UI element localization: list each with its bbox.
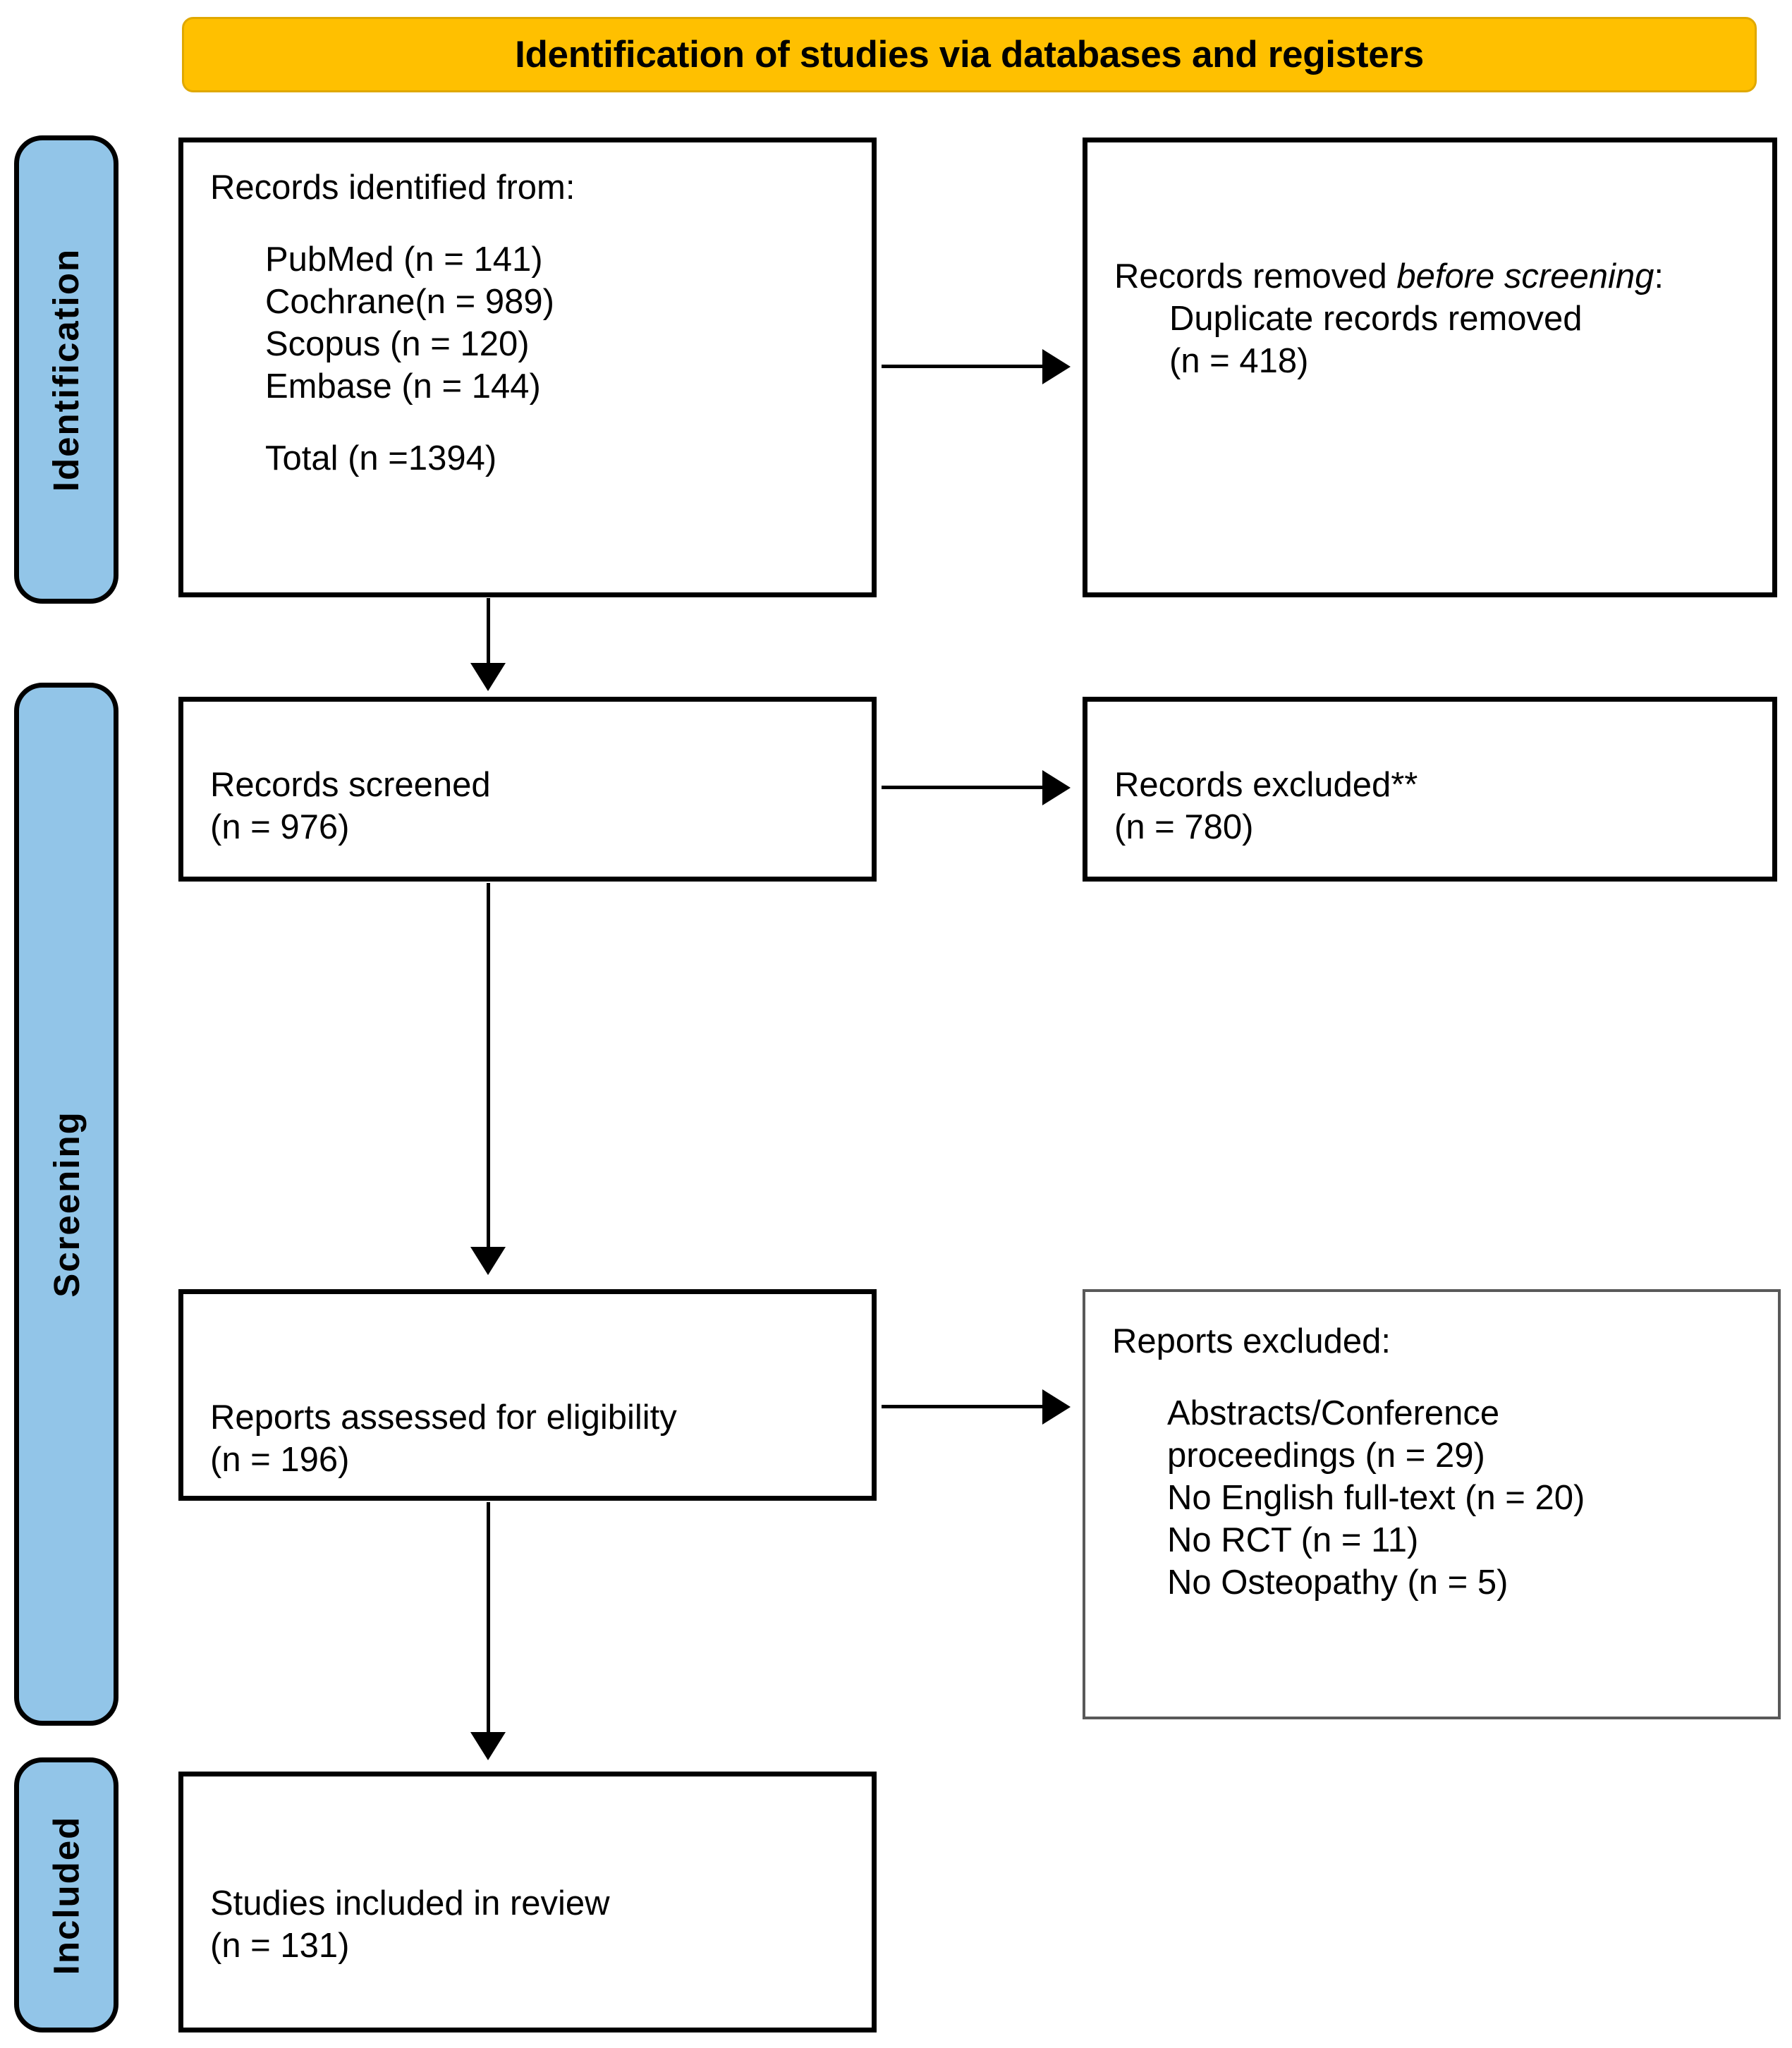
spacer [210, 408, 851, 437]
arrow-line [882, 786, 1044, 789]
studies-included-count: (n = 131) [210, 1927, 350, 1965]
source-scopus: Scopus (n = 120) [265, 325, 530, 363]
reason-no-english-fulltext: No English full-text (n = 20) [1167, 1479, 1585, 1517]
arrow-line [882, 1405, 1044, 1408]
stage-bar-identification: Identification [14, 135, 118, 604]
box-reports-excluded: Reports excluded: Abstracts/Conference p… [1083, 1289, 1781, 1719]
arrow-head-right-icon [1042, 349, 1071, 384]
reason-proceedings-count: proceedings (n = 29) [1167, 1437, 1485, 1475]
studies-included-label: Studies included in review [210, 1884, 610, 1922]
diagram-title: Identification of studies via databases … [515, 34, 1424, 75]
arrow-line [882, 365, 1044, 368]
source-total: Total (n =1394) [265, 439, 497, 477]
source-cochrane: Cochrane(n = 989) [265, 283, 554, 321]
box-records-removed: Records removed before screening: Duplic… [1083, 138, 1777, 597]
spacer [1112, 1363, 1757, 1392]
arrow-line [487, 883, 490, 1250]
box-records-excluded: Records excluded** (n = 780) [1083, 697, 1777, 882]
arrow-line [487, 598, 490, 666]
records-excluded-label: Records excluded** [1114, 766, 1418, 804]
arrow-head-right-icon [1042, 1389, 1071, 1425]
reports-assessed-count: (n = 196) [210, 1441, 350, 1479]
stage-label-identification: Identification [46, 248, 87, 492]
stage-bar-included: Included [14, 1757, 118, 2032]
stage-label-included: Included [46, 1815, 87, 1975]
spacer [1114, 196, 1751, 226]
stage-bar-screening: Screening [14, 683, 118, 1726]
spacer [210, 209, 851, 238]
spacer [1114, 166, 1751, 196]
arrow-head-down-icon [470, 1247, 506, 1275]
diagram-header-banner: Identification of studies via databases … [182, 17, 1757, 92]
spacer [1114, 226, 1751, 255]
stage-label-screening: Screening [46, 1111, 87, 1298]
duplicate-records-removed-count: (n = 418) [1169, 342, 1309, 380]
box-studies-included: Studies included in review (n = 131) [178, 1772, 877, 2032]
reason-abstracts-conference: Abstracts/Conference [1167, 1394, 1500, 1432]
records-removed-heading-plain: Records removed [1114, 257, 1397, 295]
box-records-screened: Records screened (n = 976) [178, 697, 877, 882]
source-pubmed: PubMed (n = 141) [265, 240, 543, 279]
arrow-line [487, 1502, 490, 1735]
box-records-identified: Records identified from: PubMed (n = 141… [178, 138, 877, 597]
records-excluded-count: (n = 780) [1114, 808, 1254, 846]
arrow-head-down-icon [470, 663, 506, 691]
arrow-head-right-icon [1042, 770, 1071, 805]
records-screened-count: (n = 976) [210, 808, 350, 846]
records-removed-heading-colon: : [1654, 257, 1664, 295]
records-identified-heading: Records identified from: [210, 169, 575, 207]
reports-assessed-label: Reports assessed for eligibility [210, 1398, 677, 1437]
records-removed-heading-italic: before screening [1396, 257, 1654, 295]
reports-excluded-heading: Reports excluded: [1112, 1322, 1391, 1360]
box-reports-assessed-for-eligibility: Reports assessed for eligibility (n = 19… [178, 1289, 877, 1501]
reason-no-rct: No RCT (n = 11) [1167, 1521, 1419, 1559]
records-removed-heading: Records removed before screening: [1114, 255, 1751, 298]
source-embase: Embase (n = 144) [265, 367, 541, 406]
reason-no-osteopathy: No Osteopathy (n = 5) [1167, 1564, 1508, 1602]
records-screened-label: Records screened [210, 766, 491, 804]
duplicate-records-removed-label: Duplicate records removed [1169, 300, 1583, 338]
arrow-head-down-icon [470, 1732, 506, 1760]
